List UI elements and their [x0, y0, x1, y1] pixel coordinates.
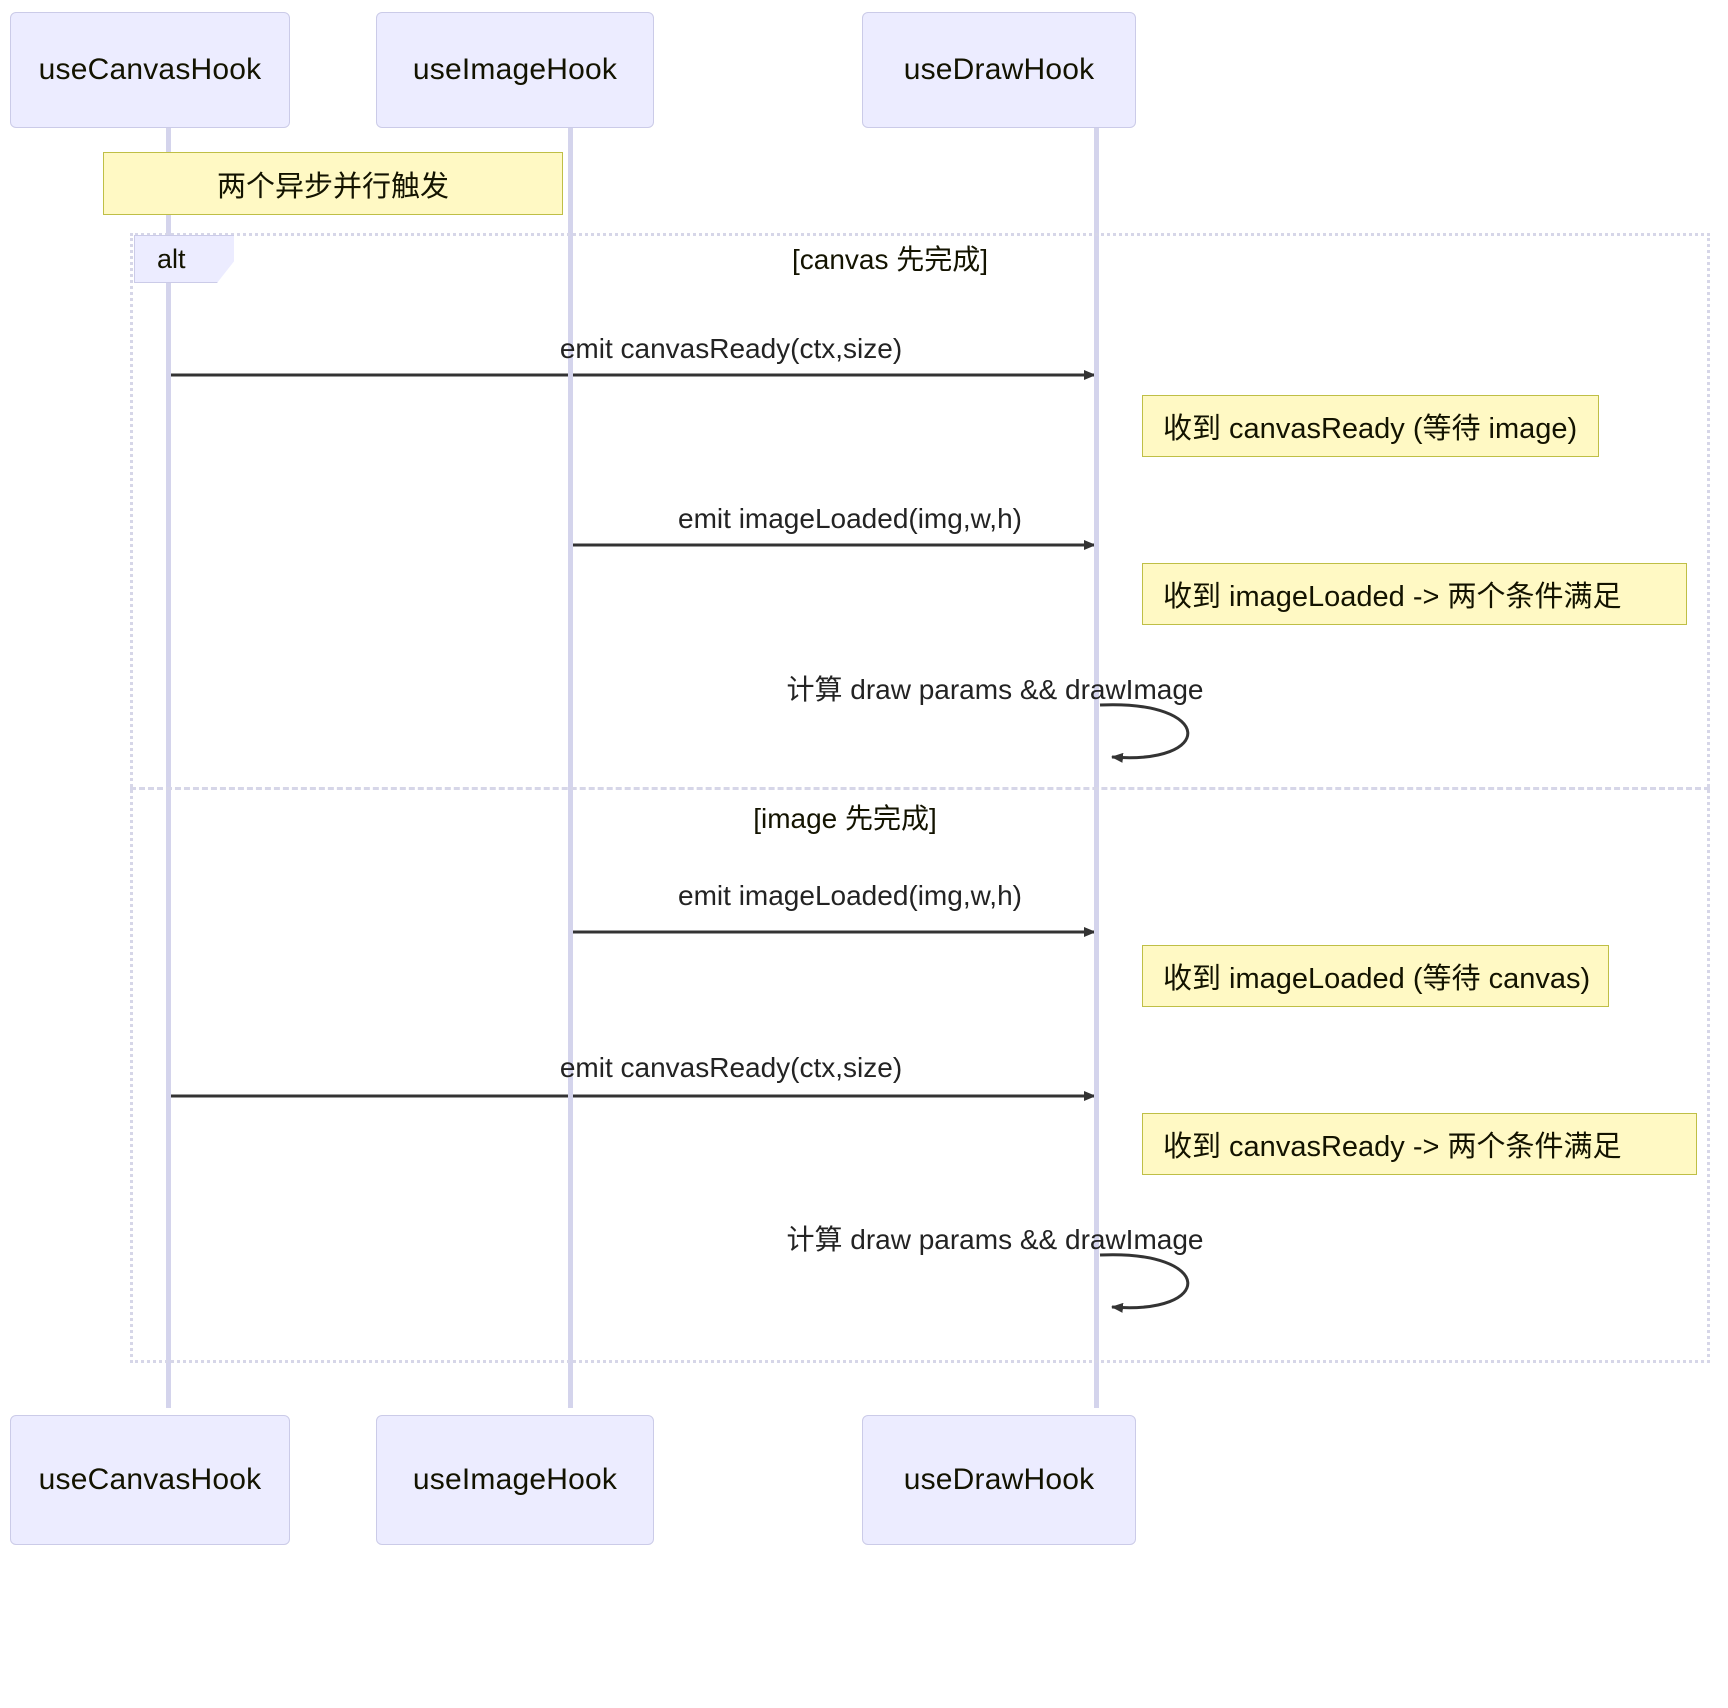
participant-label: useImageHook — [412, 1463, 618, 1496]
participant-box-bottom-image[interactable]: useImageHook — [376, 1415, 654, 1545]
participant-label: useCanvasHook — [38, 53, 262, 86]
message-label-m6: 计算 draw params && drawImage — [786, 1224, 1204, 1255]
message-label-m3: 计算 draw params && drawImage — [786, 674, 1204, 705]
alt-branch-condition-2: [image 先完成] — [753, 803, 937, 834]
alt-fragment-label: alt — [134, 235, 234, 283]
note-received-image-loaded-complete: 收到 imageLoaded -> 两个条件满足 — [1142, 563, 1687, 625]
lifeline-draw — [1094, 128, 1099, 1408]
note-received-canvas-ready: 收到 canvasReady (等待 image) — [1142, 395, 1599, 457]
message-label-m1: emit canvasReady(ctx,size) — [559, 333, 903, 364]
note-text: 收到 imageLoaded (等待 canvas) — [1163, 963, 1591, 995]
note-received-image-loaded: 收到 imageLoaded (等待 canvas) — [1142, 945, 1609, 1007]
participant-box-top-draw[interactable]: useDrawHook — [862, 12, 1136, 128]
participant-box-bottom-draw[interactable]: useDrawHook — [862, 1415, 1136, 1545]
lifeline-canvas — [166, 128, 171, 1408]
alt-fragment-divider — [130, 787, 1710, 790]
participant-box-top-canvas[interactable]: useCanvasHook — [10, 12, 290, 128]
note-parallel-trigger: 两个异步并行触发 — [103, 152, 563, 215]
participant-label: useImageHook — [412, 53, 618, 86]
participant-label: useDrawHook — [903, 1463, 1095, 1496]
lifeline-image — [568, 128, 573, 1408]
note-text: 收到 canvasReady (等待 image) — [1163, 413, 1578, 445]
self-loop-arrow-m3 — [1099, 703, 1190, 763]
self-loop-arrow-m6 — [1099, 1253, 1190, 1313]
note-text: 收到 canvasReady -> 两个条件满足 — [1163, 1131, 1622, 1163]
participant-label: useDrawHook — [903, 53, 1095, 86]
message-label-m5: emit canvasReady(ctx,size) — [559, 1052, 903, 1083]
note-text: 收到 imageLoaded -> 两个条件满足 — [1163, 581, 1622, 613]
participant-box-top-image[interactable]: useImageHook — [376, 12, 654, 128]
alt-fragment-frame — [130, 233, 1710, 1363]
note-text: 两个异步并行触发 — [216, 170, 449, 203]
participant-label: useCanvasHook — [38, 1463, 262, 1496]
alt-keyword-text: alt — [157, 243, 186, 274]
message-label-m4: emit imageLoaded(img,w,h) — [678, 880, 1022, 911]
message-label-m2: emit imageLoaded(img,w,h) — [678, 503, 1022, 534]
note-received-canvas-ready-complete: 收到 canvasReady -> 两个条件满足 — [1142, 1113, 1697, 1175]
participant-box-bottom-canvas[interactable]: useCanvasHook — [10, 1415, 290, 1545]
alt-branch-condition-1: [canvas 先完成] — [791, 244, 989, 275]
